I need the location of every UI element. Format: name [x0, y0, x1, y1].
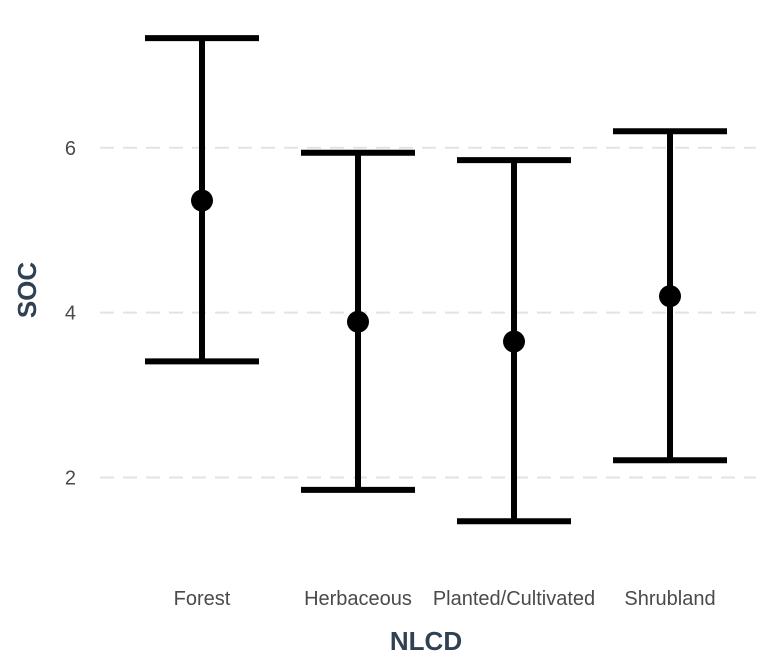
y-tick-label: 2 [65, 468, 76, 490]
mean-point [503, 330, 525, 353]
gridlines [100, 146, 756, 479]
x-axis-title: NLCD [390, 626, 462, 656]
mean-point [191, 189, 213, 212]
error-bars [145, 35, 727, 525]
y-axis-title: SOC [12, 262, 42, 319]
y-tick-label: 4 [65, 303, 76, 325]
y-tick-label: 6 [65, 138, 76, 160]
x-tick-label: Shrubland [624, 588, 715, 610]
x-tick-label: Planted/Cultivated [433, 588, 595, 610]
x-tick-label: Forest [174, 588, 231, 610]
x-tick-label: Herbaceous [304, 588, 412, 610]
mean-point [347, 310, 369, 333]
x-tick-labels: Forest Herbaceous Planted/Cultivated Shrubl… [174, 588, 716, 610]
mean-point [659, 285, 681, 308]
y-tick-labels: 2 4 6 [65, 138, 76, 490]
